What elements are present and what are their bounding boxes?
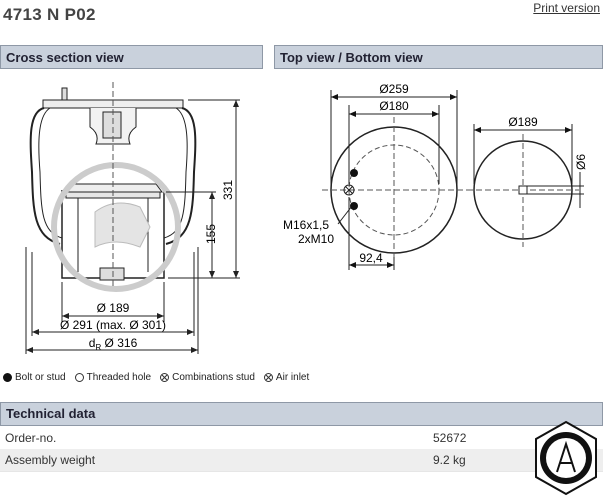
air-inlet-stud bbox=[61, 87, 68, 101]
dim-height-piston: 155 bbox=[204, 224, 218, 244]
table-row: Assembly weight 9.2 kg bbox=[0, 449, 603, 471]
legend-air-inlet: Air inlet bbox=[263, 372, 309, 383]
dim-height-total: 331 bbox=[221, 180, 235, 200]
cross-section-header: Cross section view bbox=[0, 45, 263, 69]
stud-bottom bbox=[350, 202, 358, 210]
legend-threaded-hole: Threaded hole bbox=[74, 372, 151, 383]
weight-value: 9.2 kg bbox=[433, 453, 466, 467]
dim-bottom-dia: Ø189 bbox=[508, 115, 538, 129]
hollow-circle-icon bbox=[74, 373, 84, 382]
dim-bellow-dia: Ø 291 (max. Ø 301) bbox=[60, 318, 166, 332]
stud-label-count: 2xM10 bbox=[298, 232, 334, 246]
dim-top-inner: Ø180 bbox=[379, 99, 409, 113]
top-bottom-drawing: Ø259 Ø180 92,4 M16x1,5 2xM10 Ø189 Ø6 bbox=[283, 82, 588, 270]
filled-circle-icon bbox=[3, 373, 12, 382]
dim-bottom-hole: Ø6 bbox=[574, 154, 588, 170]
dim-outer-dia: dR Ø 316 bbox=[89, 336, 138, 352]
legend-combination-stud: Combinations stud bbox=[160, 372, 255, 383]
top-bottom-view-header: Top view / Bottom view bbox=[274, 45, 603, 69]
weight-label: Assembly weight bbox=[5, 453, 96, 467]
technical-data-header: Technical data bbox=[0, 402, 603, 426]
dim-piston-dia: Ø 189 bbox=[97, 301, 130, 315]
cross-section-drawing: 331 155 Ø 189 Ø 291 (max. Ø 301) dR Ø 31… bbox=[25, 82, 240, 354]
product-code-title: 4713 N P02 bbox=[3, 5, 96, 24]
row-divider bbox=[0, 471, 603, 472]
order-no-value: 52672 bbox=[433, 431, 467, 445]
symbol-legend: Bolt or stud Threaded hole Combinations … bbox=[3, 372, 318, 383]
order-no-label: Order-no. bbox=[5, 431, 57, 445]
bellow-left bbox=[29, 107, 61, 245]
stud-label-thread: M16x1,5 bbox=[283, 218, 329, 232]
print-version-link[interactable]: Print version bbox=[533, 1, 600, 15]
dim-top-offset: 92,4 bbox=[359, 251, 383, 265]
crossed-circle-icon bbox=[263, 373, 273, 382]
watermark-seal bbox=[51, 162, 181, 292]
combination-stud-symbol bbox=[343, 184, 355, 196]
crossed-circle-icon bbox=[160, 373, 170, 382]
dim-top-outer: Ø259 bbox=[379, 82, 409, 96]
bellow-right bbox=[165, 107, 197, 245]
table-row: Order-no. 52672 bbox=[0, 427, 603, 449]
brand-logo-icon bbox=[535, 420, 597, 496]
bottom-center-hole bbox=[518, 185, 528, 195]
stud-top bbox=[350, 169, 358, 177]
legend-bolt: Bolt or stud bbox=[3, 372, 66, 383]
